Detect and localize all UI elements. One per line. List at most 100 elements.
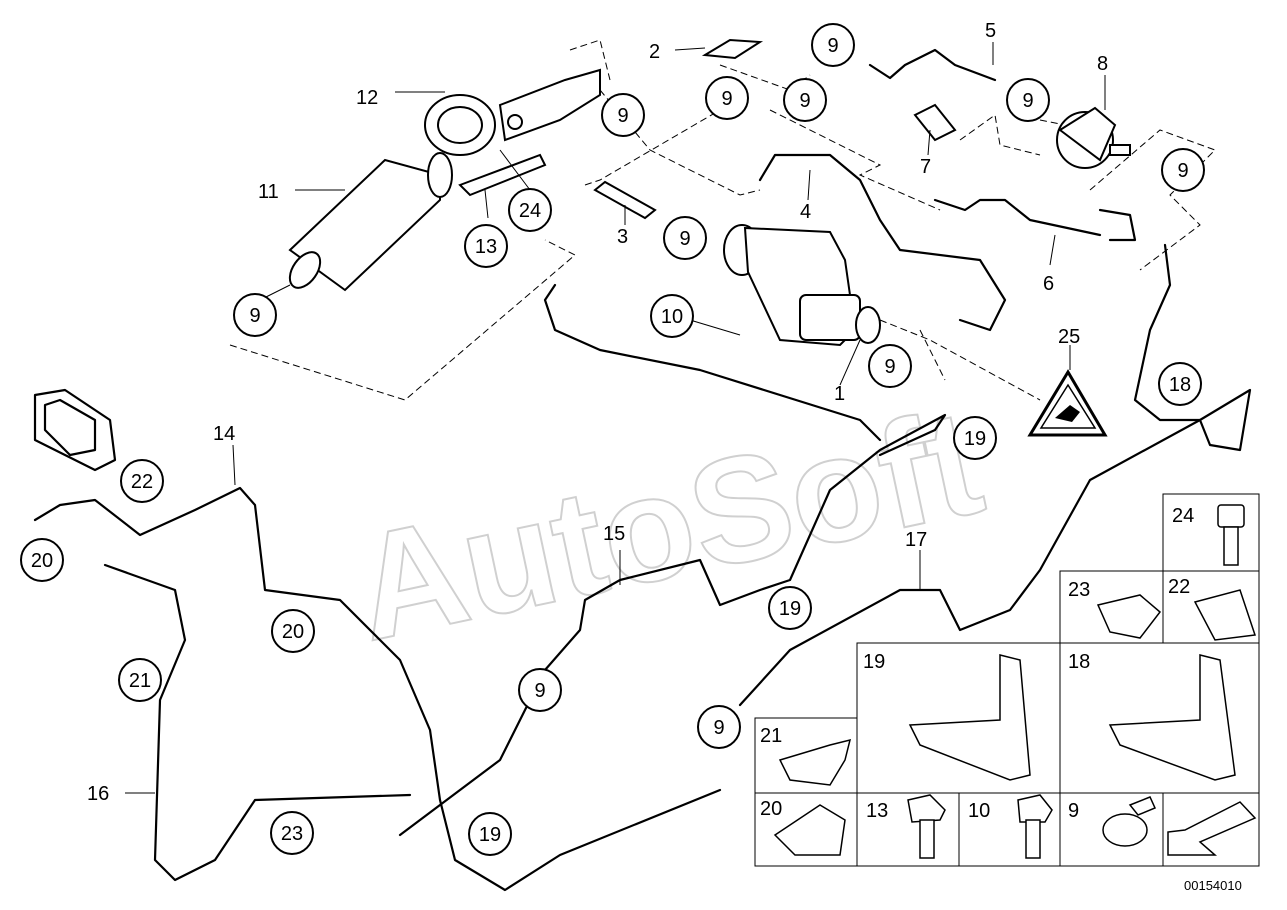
callout-20a: 20 [20, 538, 64, 582]
callouts: 9 9 9 9 9 9 9 9 9 9 9 10 13 24 18 19 19 … [20, 23, 1205, 856]
callout-19b: 19 [768, 586, 812, 630]
legend-label-9: 9 [1068, 800, 1079, 822]
svg-text:13: 13 [475, 236, 497, 258]
pump-10 [723, 224, 881, 347]
svg-text:24: 24 [519, 200, 541, 222]
label-12: 12 [356, 87, 378, 109]
filter-11 [288, 152, 453, 292]
label-7: 7 [920, 156, 931, 178]
svg-text:9: 9 [534, 680, 545, 702]
svg-text:9: 9 [249, 305, 260, 327]
callout-9i: 9 [868, 344, 912, 388]
legend-label-18: 18 [1068, 651, 1090, 673]
callout-10: 10 [650, 294, 694, 338]
svg-text:9: 9 [1177, 160, 1188, 182]
svg-text:22: 22 [131, 471, 153, 493]
document-id: 00154010 [1184, 878, 1242, 893]
label-5: 5 [985, 20, 996, 42]
label-3: 3 [617, 226, 628, 248]
pipe-16 [103, 563, 412, 882]
svg-text:21: 21 [129, 670, 151, 692]
legend-label-21: 21 [760, 725, 782, 747]
label-17: 17 [905, 529, 927, 551]
clip-20-icon [773, 804, 846, 856]
holder-19-icon [908, 654, 1031, 781]
bolt-13-icon [907, 794, 946, 859]
hose-5 [868, 48, 997, 82]
legend-label-20: 20 [760, 798, 782, 820]
part-labels: 1 2 3 4 5 6 7 8 11 12 14 15 16 17 25 [87, 20, 1108, 805]
callout-9a: 9 [233, 293, 277, 337]
label-2: 2 [649, 41, 660, 63]
watermark: AutoSoft [341, 376, 995, 672]
callout-21: 21 [118, 658, 162, 702]
pipe-19 [543, 283, 882, 442]
hose-4 [758, 153, 1007, 332]
callout-9g: 9 [1161, 148, 1205, 192]
callout-23: 23 [270, 811, 314, 855]
svg-text:9: 9 [679, 228, 690, 250]
svg-text:19: 19 [964, 428, 986, 450]
legend-parts [773, 504, 1257, 859]
callout-24: 24 [508, 188, 552, 232]
clip-22-icon [1193, 589, 1257, 641]
label-11: 11 [258, 181, 279, 203]
arrow-icon [1167, 801, 1257, 856]
callout-9b: 9 [601, 93, 645, 137]
svg-text:9: 9 [713, 717, 724, 739]
warning-triangle-25 [1027, 369, 1108, 437]
svg-text:19: 19 [479, 824, 501, 846]
svg-text:20: 20 [31, 550, 53, 572]
leaders [125, 42, 1106, 794]
legend-labels: 24 23 22 19 18 21 20 13 10 9 [760, 505, 1194, 822]
bolt-24-icon [1217, 504, 1245, 566]
legend-label-13: 13 [866, 800, 888, 822]
label-6: 6 [1043, 273, 1054, 295]
clip-23-icon [1096, 594, 1162, 639]
label-16: 16 [87, 783, 109, 805]
callout-13: 13 [464, 224, 508, 268]
label-4: 4 [800, 201, 811, 223]
callout-9d: 9 [811, 23, 855, 67]
callout-9j: 9 [518, 668, 562, 712]
svg-text:10: 10 [661, 306, 683, 328]
pipe-17 [738, 388, 1252, 707]
label-14: 14 [213, 423, 235, 445]
pipe-18 [1133, 243, 1202, 422]
svg-text:9: 9 [799, 90, 810, 112]
callout-18: 18 [1158, 362, 1202, 406]
pipe-14 [33, 486, 722, 892]
components [288, 38, 1131, 347]
svg-text:18: 18 [1169, 374, 1191, 396]
callout-9h: 9 [663, 216, 707, 260]
callout-20b: 20 [271, 609, 315, 653]
part-3 [593, 180, 657, 220]
hose-6 [933, 198, 1102, 237]
svg-text:19: 19 [779, 598, 801, 620]
holder-18-icon [1108, 654, 1236, 781]
callout-9f: 9 [1006, 78, 1050, 122]
svg-text:23: 23 [281, 823, 303, 845]
callout-9k: 9 [697, 705, 741, 749]
callout-19c: 19 [468, 812, 512, 856]
bolt-10-icon [1017, 794, 1053, 859]
label-25: 25 [1058, 326, 1080, 348]
svg-text:9: 9 [1022, 90, 1033, 112]
bracket-24 [458, 153, 547, 197]
legend-label-23: 23 [1068, 579, 1090, 601]
callout-22: 22 [120, 459, 164, 503]
callout-19a: 19 [953, 416, 997, 460]
legend-label-24: 24 [1172, 505, 1194, 527]
parts-legend [754, 493, 1260, 867]
svg-text:9: 9 [617, 105, 628, 127]
svg-text:9: 9 [721, 88, 732, 110]
label-15: 15 [603, 523, 625, 545]
hose-6b [1098, 208, 1137, 242]
legend-label-22: 22 [1168, 576, 1190, 598]
callout-9e: 9 [783, 78, 827, 122]
clamp-12 [424, 68, 601, 156]
part-7 [913, 103, 957, 142]
legend-label-10: 10 [968, 800, 990, 822]
label-1: 1 [834, 383, 845, 405]
